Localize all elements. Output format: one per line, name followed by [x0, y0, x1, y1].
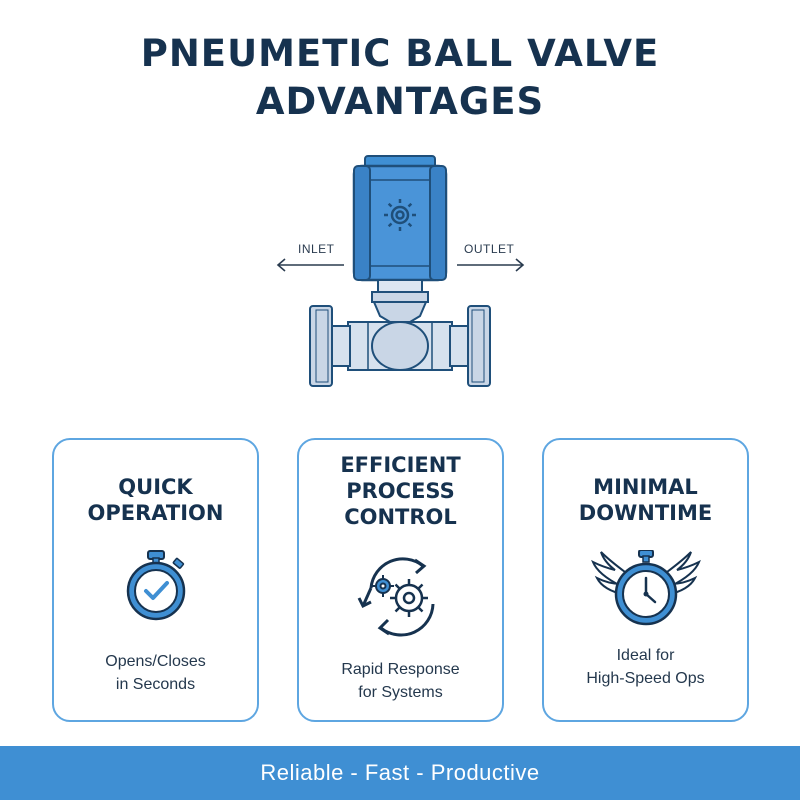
- page-title-line-1: PNEUMETIC BALL VALVE: [140, 32, 660, 75]
- card-title-line: DOWNTIME: [578, 501, 713, 525]
- card-efficient-process-control: EFFICIENT PROCESS CONTROL: [297, 438, 504, 722]
- card-description-line: Opens/Closes: [105, 653, 206, 670]
- card-title-line: QUICK: [118, 475, 193, 499]
- footer-tagline-banner: Reliable - Fast - Productive: [0, 746, 800, 800]
- ball-valve-illustration: [270, 150, 530, 400]
- card-description: Opens/Closes in Seconds: [54, 650, 257, 696]
- card-description: Ideal for High-Speed Ops: [544, 644, 747, 690]
- page-title-line-2: ADVANTAGES: [255, 80, 545, 123]
- outlet-arrow-icon: [457, 258, 525, 272]
- footer-tagline: Reliable - Fast - Productive: [260, 760, 540, 785]
- inlet-arrow-icon: [276, 258, 344, 272]
- card-title-line: CONTROL: [344, 505, 457, 529]
- card-description: Rapid Response for Systems: [299, 658, 502, 704]
- card-minimal-downtime: MINIMAL DOWNTIME Ideal for High-Speed Op…: [542, 438, 749, 722]
- inlet-label: INLET: [298, 242, 335, 256]
- ball-valve-svg: [309, 155, 491, 387]
- card-title: EFFICIENT PROCESS CONTROL: [299, 452, 502, 530]
- card-description-line: Ideal for: [616, 647, 675, 664]
- card-title-line: OPERATION: [87, 501, 224, 525]
- card-title-line: PROCESS: [346, 479, 455, 503]
- gear-icon: [384, 199, 416, 231]
- gears-cycle-icon: [357, 557, 434, 637]
- card-description-line: High-Speed Ops: [586, 670, 705, 687]
- outlet-label: OUTLET: [464, 242, 515, 256]
- card-title-line: EFFICIENT: [340, 453, 461, 477]
- card-title: MINIMAL DOWNTIME: [544, 474, 747, 526]
- card-quick-operation: QUICK OPERATION Opens/Closes in Seconds: [52, 438, 259, 722]
- card-description-line: Rapid Response: [341, 661, 460, 678]
- page-title: PNEUMETIC BALL VALVE ADVANTAGES: [0, 30, 800, 126]
- card-title-line: MINIMAL: [593, 475, 698, 499]
- winged-stopwatch-icon: [590, 550, 701, 626]
- card-title: QUICK OPERATION: [54, 474, 257, 526]
- card-description-line: for Systems: [358, 684, 443, 701]
- stopwatch-check-icon: [126, 550, 185, 621]
- card-description-line: in Seconds: [115, 676, 196, 693]
